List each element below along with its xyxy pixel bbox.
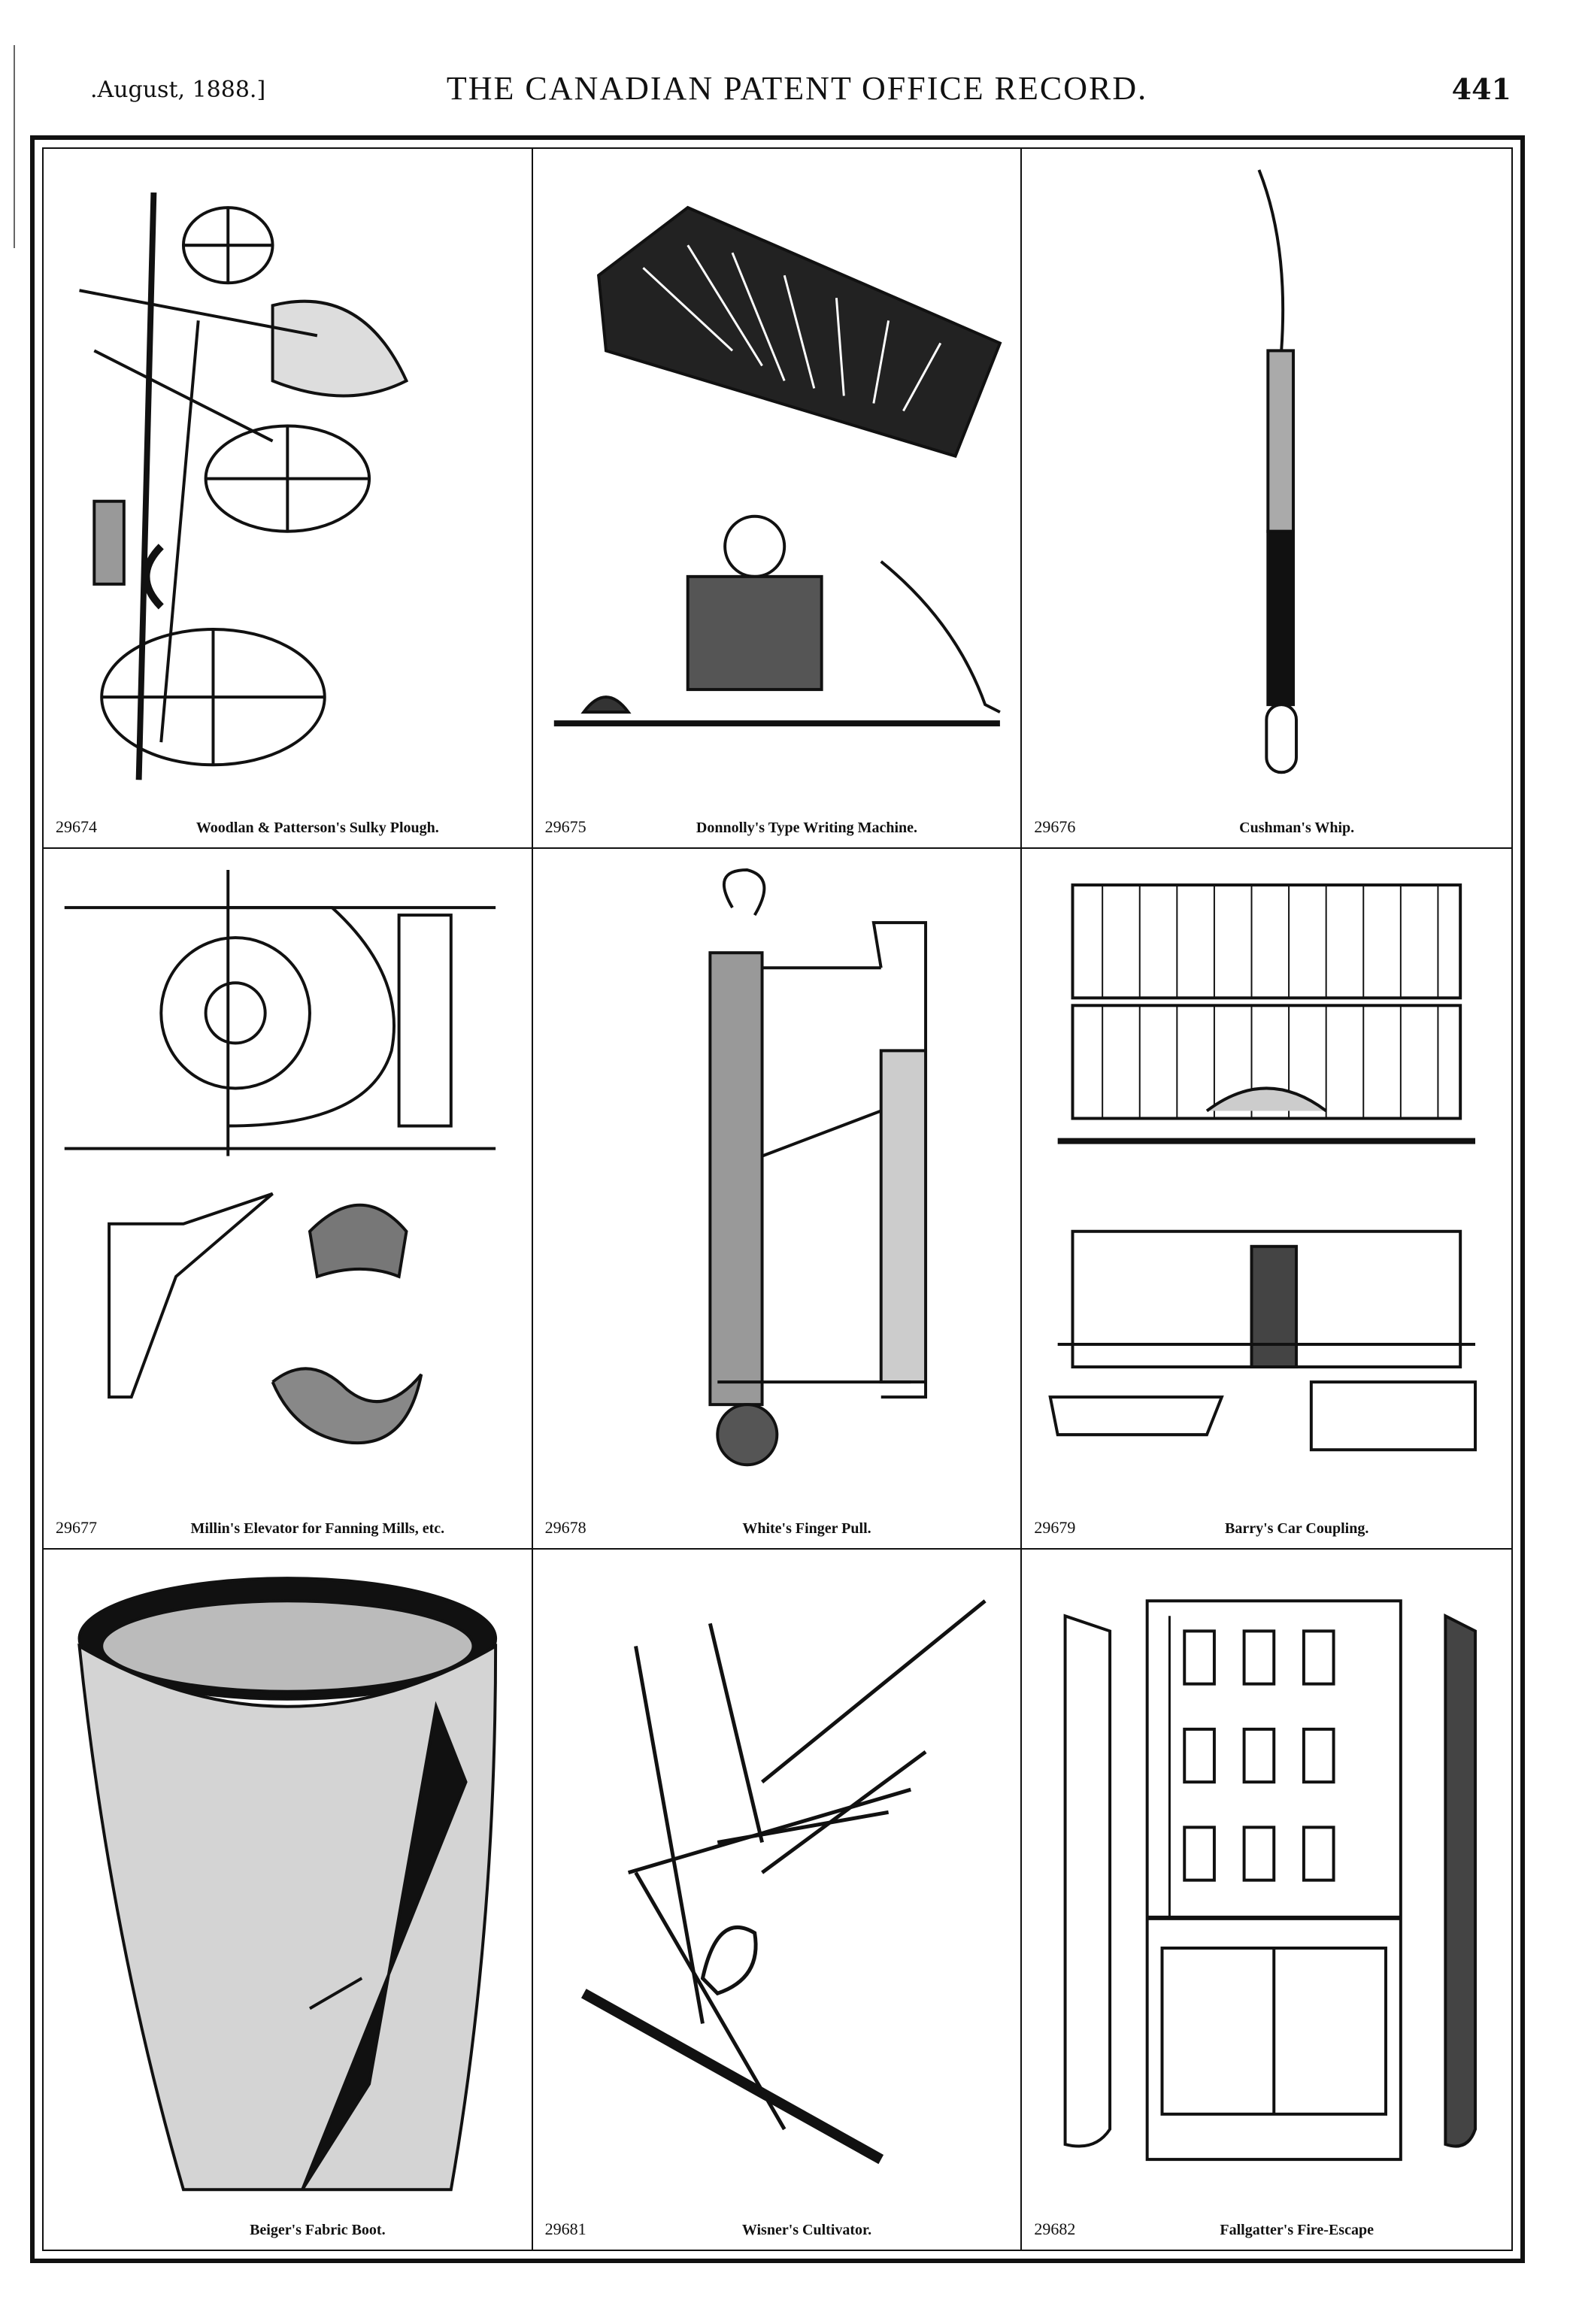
patent-title: Cushman's Whip. xyxy=(1239,820,1355,837)
patent-title: Beiger's Fabric Boot. xyxy=(250,2221,386,2238)
patent-caption: 29674 Woodlan & Patterson's Sulky Plough… xyxy=(51,813,524,838)
patent-number: 29681 xyxy=(544,2219,586,2238)
patent-number: 29682 xyxy=(1034,2219,1076,2238)
patent-number: 29678 xyxy=(544,1517,586,1537)
patent-title: Wisner's Cultivator. xyxy=(741,2221,872,2238)
patent-cell-fabric-boot: Beiger's Fabric Boot. xyxy=(44,1549,533,2250)
patent-number: 29675 xyxy=(544,817,586,837)
patent-number: 29676 xyxy=(1034,817,1076,837)
patent-title: White's Finger Pull. xyxy=(742,1520,871,1537)
patent-title: Barry's Car Coupling. xyxy=(1225,1520,1369,1537)
patent-caption: 29678 White's Finger Pull. xyxy=(541,1513,1014,1539)
fabric-boot-drawing xyxy=(50,1556,526,2204)
car-coupling-drawing xyxy=(1028,855,1505,1502)
patent-title: Woodlan & Patterson's Sulky Plough. xyxy=(195,820,439,837)
fanning-mill-elevator-drawing xyxy=(50,855,526,1502)
type-writing-machine-drawing xyxy=(539,155,1015,802)
patent-title: Donnolly's Type Writing Machine. xyxy=(696,820,918,837)
page-header: .August, 1888.] THE CANADIAN PATENT OFFI… xyxy=(83,69,1511,122)
publication-title: THE CANADIAN PATENT OFFICE RECORD. xyxy=(446,70,1148,107)
patent-caption: 29675 Donnolly's Type Writing Machine. xyxy=(541,813,1014,838)
patent-caption: 29679 Barry's Car Coupling. xyxy=(1029,1513,1504,1539)
sulky-plough-drawing xyxy=(50,155,526,802)
patent-cell-29682: 29682 Fallgatter's Fire-Escape xyxy=(1022,1550,1511,2250)
patent-number: 29679 xyxy=(1034,1517,1076,1537)
patent-caption: 29677 Millin's Elevator for Fanning Mill… xyxy=(51,1513,524,1539)
whip-drawing xyxy=(1028,155,1505,802)
patent-cell-29681: 29681 Wisner's Cultivator. xyxy=(533,1549,1023,2250)
patent-number: 29674 xyxy=(56,817,97,837)
margin-rule xyxy=(14,45,15,248)
patent-cell-29677: 29677 Millin's Elevator for Fanning Mill… xyxy=(44,849,533,1550)
patent-caption: 29682 Fallgatter's Fire-Escape xyxy=(1029,2215,1504,2241)
patent-cell-29679: 29679 Barry's Car Coupling. xyxy=(1022,849,1511,1550)
patent-number: 29677 xyxy=(56,1517,97,1537)
cultivator-drawing xyxy=(539,1556,1015,2204)
patent-title: Millin's Elevator for Fanning Mills, etc… xyxy=(190,1520,445,1537)
issue-date: .August, 1888.] xyxy=(90,77,266,103)
patent-cell-29674: 29674 Woodlan & Patterson's Sulky Plough… xyxy=(44,149,533,850)
page-number: 441 xyxy=(1451,72,1511,106)
finger-pull-drawing xyxy=(539,855,1015,1502)
patent-cell-29675: 29675 Donnolly's Type Writing Machine. xyxy=(532,149,1023,850)
patent-caption: Beiger's Fabric Boot. xyxy=(51,2215,524,2241)
patent-title: Fallgatter's Fire-Escape xyxy=(1220,2221,1374,2238)
patent-caption: 29681 Wisner's Cultivator. xyxy=(541,2215,1014,2241)
patent-plate-frame: 29674 Woodlan & Patterson's Sulky Plough… xyxy=(30,135,1525,2263)
patent-plate-grid: 29674 Woodlan & Patterson's Sulky Plough… xyxy=(42,147,1513,2251)
patent-caption: 29676 Cushman's Whip. xyxy=(1029,813,1504,838)
patent-cell-29678: 29678 White's Finger Pull. xyxy=(532,849,1023,1550)
patent-cell-29676: 29676 Cushman's Whip. xyxy=(1022,149,1511,850)
fire-escape-drawing xyxy=(1028,1556,1505,2204)
